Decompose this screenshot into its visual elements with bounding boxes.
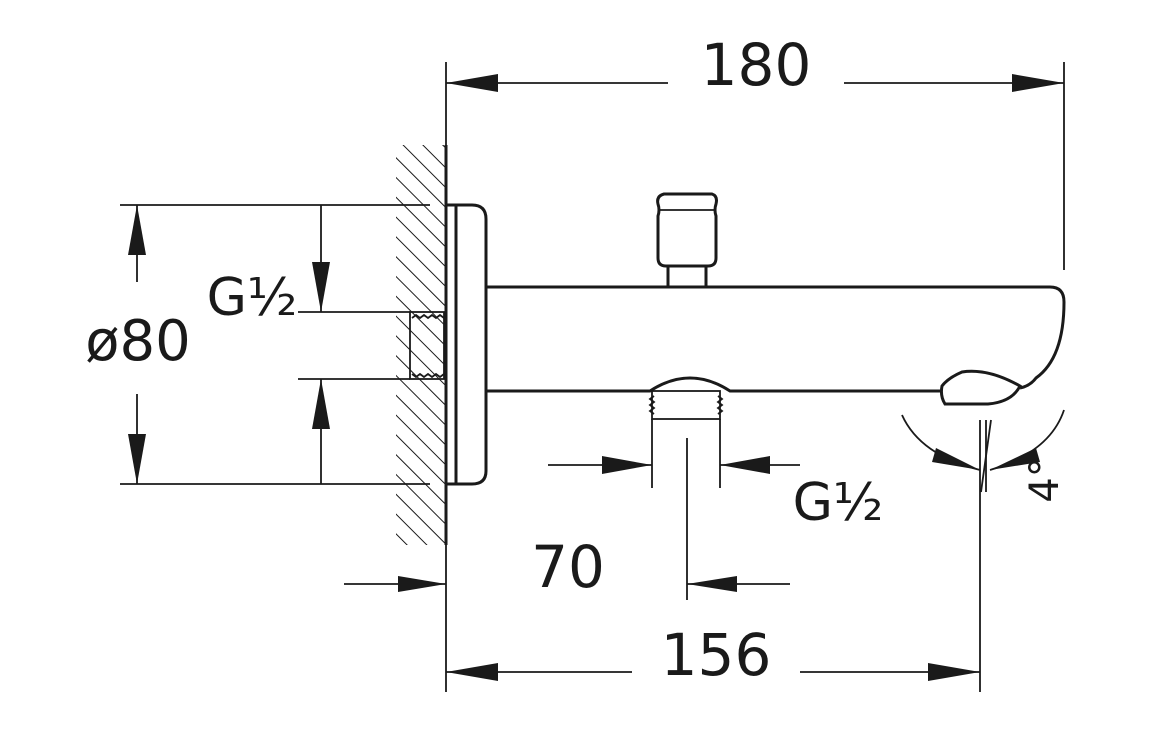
dimension-70-label: 70 bbox=[531, 533, 605, 601]
dimension-diameter-80-label: ø80 bbox=[85, 309, 191, 374]
dimension-diverter-thread: G½ bbox=[548, 456, 883, 533]
dimension-180: 180 bbox=[446, 31, 1064, 99]
dimension-wall-thread: G½ bbox=[207, 205, 330, 484]
dimension-70: 70 bbox=[344, 533, 790, 601]
rosette-flange bbox=[446, 203, 488, 486]
diverter-thread-label: G½ bbox=[793, 473, 884, 533]
dimension-angle-4: 4° bbox=[901, 409, 1068, 503]
wall-thread-label: G½ bbox=[207, 268, 298, 328]
diverter-knob bbox=[656, 192, 718, 289]
angle-4-label: 4° bbox=[1022, 457, 1068, 502]
wall-inlet-thread bbox=[409, 311, 445, 380]
dimension-diameter-80: ø80 bbox=[85, 205, 191, 484]
dimension-156: 156 bbox=[446, 621, 980, 689]
diverter-thread bbox=[648, 390, 724, 420]
dimension-180-label: 180 bbox=[701, 31, 812, 99]
spout-body bbox=[486, 285, 1066, 406]
wall bbox=[396, 145, 448, 545]
extension-lines bbox=[120, 62, 1065, 692]
dimension-156-label: 156 bbox=[661, 621, 772, 689]
